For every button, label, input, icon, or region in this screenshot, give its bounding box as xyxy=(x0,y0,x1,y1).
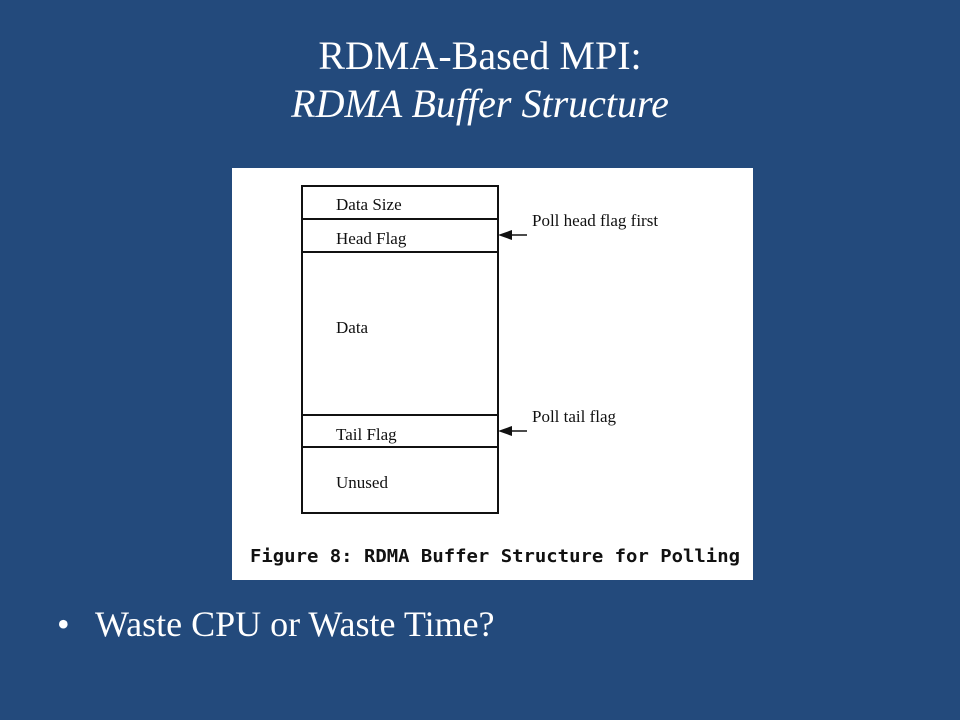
arrow-label-tail-flag: Poll tail flag xyxy=(532,407,617,426)
buffer-outline xyxy=(301,185,499,514)
arrow-tail-flag xyxy=(498,426,527,436)
slide-title: RDMA-Based MPI: xyxy=(318,33,642,78)
arrow-head-flag xyxy=(498,230,527,240)
bullet-text: Waste CPU or Waste Time? xyxy=(95,604,495,644)
figure-panel: Data Size Head Flag Data Tail Flag Unuse… xyxy=(232,168,753,580)
arrow-label-head-flag: Poll head flag first xyxy=(532,211,658,230)
segment-label-unused: Unused xyxy=(336,473,388,492)
slide-title-block: RDMA-Based MPI: RDMA Buffer Structure xyxy=(0,32,960,128)
bullet-symbol: • xyxy=(57,604,70,644)
figure-caption: Figure 8: RDMA Buffer Structure for Poll… xyxy=(250,547,740,567)
segment-label-tail-flag: Tail Flag xyxy=(336,425,397,444)
segment-label-data: Data xyxy=(336,318,369,337)
segment-label-data-size: Data Size xyxy=(336,195,402,214)
segment-label-head-flag: Head Flag xyxy=(336,229,407,248)
buffer-structure-diagram: Data Size Head Flag Data Tail Flag Unuse… xyxy=(250,185,740,567)
slide-subtitle: RDMA Buffer Structure xyxy=(291,81,669,126)
bullet-item: • Waste CPU or Waste Time? xyxy=(57,602,495,646)
